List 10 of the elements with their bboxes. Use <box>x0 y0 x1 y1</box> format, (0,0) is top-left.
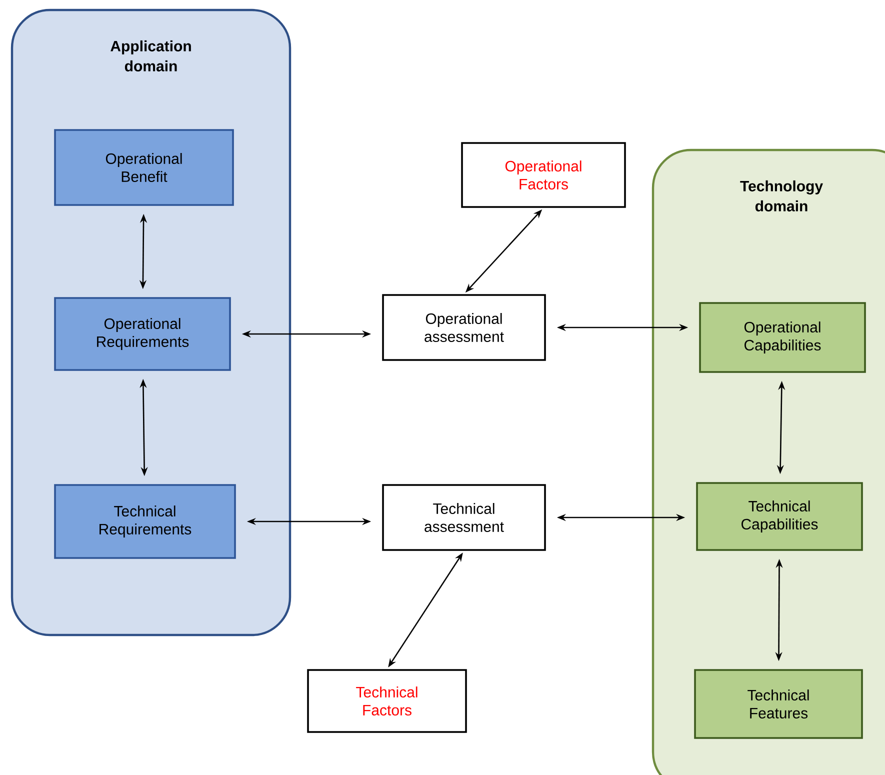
capability-box: Operational Capabilities <box>699 302 866 373</box>
factor-box: Operational Factors <box>461 142 626 208</box>
capability-box: Technical Features <box>694 669 863 739</box>
factor-box: Technical Factors <box>307 669 467 733</box>
requirement-box: Technical Requirements <box>54 484 236 559</box>
assessment-box: Technical assessment <box>382 484 546 551</box>
capability-box: Technical Capabilities <box>696 482 863 551</box>
requirement-box: Operational Requirements <box>54 297 231 371</box>
requirement-box: Operational Benefit <box>54 129 234 206</box>
assessment-box: Operational assessment <box>382 294 546 361</box>
